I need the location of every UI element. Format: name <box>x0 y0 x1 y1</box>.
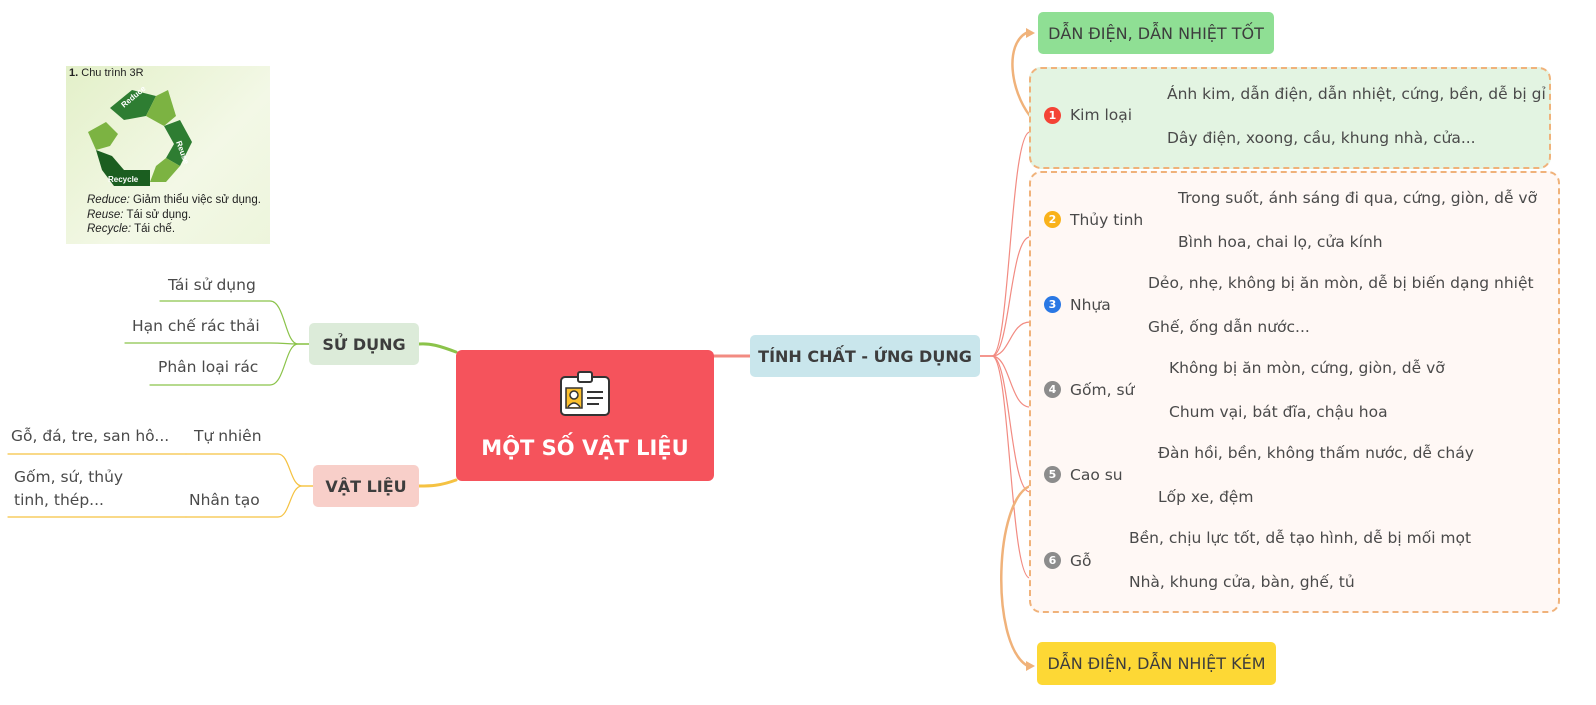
go-property[interactable]: Bền, chịu lực tốt, dễ tạo hình, dễ bị mố… <box>1129 529 1472 547</box>
gom-su-use[interactable]: Chum vại, bát đĩa, chậu hoa <box>1169 403 1388 421</box>
thuy-tinh-use[interactable]: Bình hoa, chai lọ, cửa kính <box>1178 233 1383 251</box>
nhua-use[interactable]: Ghế, ống dẫn nước... <box>1148 318 1310 336</box>
central-title: MỘT SỐ VẬT LIỆU <box>481 436 689 460</box>
material-kim-loai[interactable]: Kim loại <box>1070 106 1133 124</box>
topic-vat-lieu[interactable]: VẬT LIỆU <box>313 465 419 507</box>
badge-6-icon: 6 <box>1044 552 1061 569</box>
su-dung-item-reduce-waste[interactable]: Hạn chế rác thải <box>132 317 260 335</box>
boundary-good-conductors <box>1029 67 1551 169</box>
link-central-sudung <box>417 342 458 354</box>
link-central-vatlieu <box>417 478 458 488</box>
topic-tinh-chat-ung-dung[interactable]: TÍNH CHẤT - ỨNG DỤNG <box>750 335 980 377</box>
material-cao-su[interactable]: Cao su <box>1070 466 1123 484</box>
nhua-property[interactable]: Dẻo, nhẹ, không bị ăn mòn, dễ bị biến dạ… <box>1148 274 1534 292</box>
arrow-to-good-label <box>1011 31 1032 118</box>
recycle-symbol-icon: Reduce Reuse Recycle <box>88 86 192 186</box>
topic-su-dung-label: SỬ DỤNG <box>322 334 406 354</box>
label-good-conductor[interactable]: DẪN ĐIỆN, DẪN NHIỆT TỐT <box>1038 12 1274 54</box>
badge-4-icon: 4 <box>1044 381 1061 398</box>
link-sudung-item-2 <box>149 343 310 386</box>
material-nhua[interactable]: Nhựa <box>1070 296 1111 314</box>
badge-5-icon: 5 <box>1044 466 1061 483</box>
arrow-head-bad <box>1026 661 1035 671</box>
material-thuy-tinh[interactable]: Thủy tinh <box>1070 211 1144 229</box>
badge-2-icon: 2 <box>1044 211 1061 228</box>
central-topic[interactable]: MỘT SỐ VẬT LIỆU <box>456 350 714 481</box>
link-sudung-item-1 <box>124 342 310 345</box>
link-material-5 <box>979 355 1151 493</box>
link-vatlieu-artificial <box>185 485 314 518</box>
card-line-reuse: Reuse: Tái sử dụng. <box>87 208 192 221</box>
id-card-icon <box>560 371 610 416</box>
label-poor-conductor[interactable]: DẪN ĐIỆN, DẪN NHIỆT KÉM <box>1037 642 1276 685</box>
link-material-1 <box>979 131 1151 357</box>
kim-loai-property[interactable]: Ánh kim, dẫn điện, dẫn nhiệt, cứng, bền,… <box>1167 85 1546 103</box>
card-line-recycle: Recycle: Tái chế. <box>87 223 176 235</box>
material-go[interactable]: Gỗ <box>1070 552 1092 570</box>
arrow-head-good <box>1026 28 1035 38</box>
topic-su-dung[interactable]: SỬ DỤNG <box>309 323 419 365</box>
su-dung-item-reuse[interactable]: Tái sử dụng <box>168 276 256 294</box>
label-poor-conductor-text: DẪN ĐIỆN, DẪN NHIỆT KÉM <box>1047 654 1266 673</box>
topic-tinh-chat-label: TÍNH CHẤT - ỨNG DỤNG <box>758 346 972 366</box>
cao-su-use[interactable]: Lốp xe, đệm <box>1158 488 1254 506</box>
recycle-arrow-label: Recycle <box>108 175 139 184</box>
artificial-examples-line1[interactable]: Gốm, sứ, thủy <box>14 468 124 486</box>
boundary-poor-conductors <box>1029 171 1560 613</box>
material-gom-su[interactable]: Gốm, sứ <box>1070 381 1135 399</box>
su-dung-item-sort-waste[interactable]: Phân loại rác <box>158 358 259 376</box>
link-material-6 <box>979 355 1151 579</box>
cao-su-property[interactable]: Đàn hồi, bền, không thấm nước, dễ cháy <box>1158 444 1474 462</box>
badge-3-icon: 3 <box>1044 296 1061 313</box>
kim-loai-use[interactable]: Dây điện, xoong, cầu, khung nhà, cửa... <box>1167 129 1476 147</box>
go-use[interactable]: Nhà, khung cửa, bàn, ghế, tủ <box>1129 573 1355 591</box>
artificial-examples-line2[interactable]: tinh, thép... <box>14 491 104 509</box>
link-material-2 <box>979 236 1151 357</box>
link-vatlieu-natural <box>185 453 314 487</box>
gom-su-property[interactable]: Không bị ăn mòn, cứng, giòn, dễ vỡ <box>1169 359 1445 377</box>
card-heading: Chu trình 3R <box>81 67 144 79</box>
badge-1-icon: 1 <box>1044 107 1061 124</box>
card-heading-number: 1. <box>69 67 79 79</box>
vat-lieu-natural[interactable]: Tự nhiên <box>194 427 262 445</box>
card-line-reduce: Reduce: Giảm thiểu việc sử dụng. <box>87 194 261 206</box>
vat-lieu-artificial[interactable]: Nhân tạo <box>189 491 260 509</box>
topic-vat-lieu-label: VẬT LIỆU <box>325 476 407 496</box>
recycle-card: 1. Chu trình 3R Reduce Reuse Recycle Red… <box>66 66 270 244</box>
natural-examples[interactable]: Gỗ, đá, tre, san hô... <box>11 427 170 445</box>
thuy-tinh-property[interactable]: Trong suốt, ánh sáng đi qua, cứng, giòn,… <box>1178 189 1538 207</box>
label-good-conductor-text: DẪN ĐIỆN, DẪN NHIỆT TỐT <box>1048 23 1264 43</box>
arrow-to-bad-label <box>1000 484 1032 667</box>
